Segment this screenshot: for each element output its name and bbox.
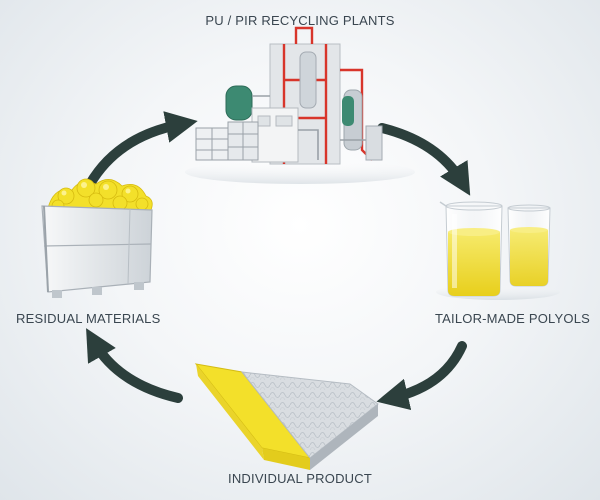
node-label-individual-product: INDIVIDUAL PRODUCT [228,471,372,486]
arrow-bottom-left [86,328,183,403]
beakers-illustration [439,201,551,297]
cycle-arrows [85,111,471,410]
arrow-top-right [377,123,471,196]
crate-illustration [41,178,153,298]
node-label-residual-materials: RESIDUAL MATERIALS [16,311,161,326]
plant-floor-reflection [185,160,415,184]
node-label-tailor-made-polyols: TAILOR-MADE POLYOLS [434,311,590,326]
recycling-plant-illustration [195,26,383,165]
arrow-left-top [85,111,198,189]
arrow-right-bottom [376,341,467,410]
node-label-recycling-plants: PU / PIR RECYCLING PLANTS [205,13,395,28]
mattress-illustration [194,363,379,470]
